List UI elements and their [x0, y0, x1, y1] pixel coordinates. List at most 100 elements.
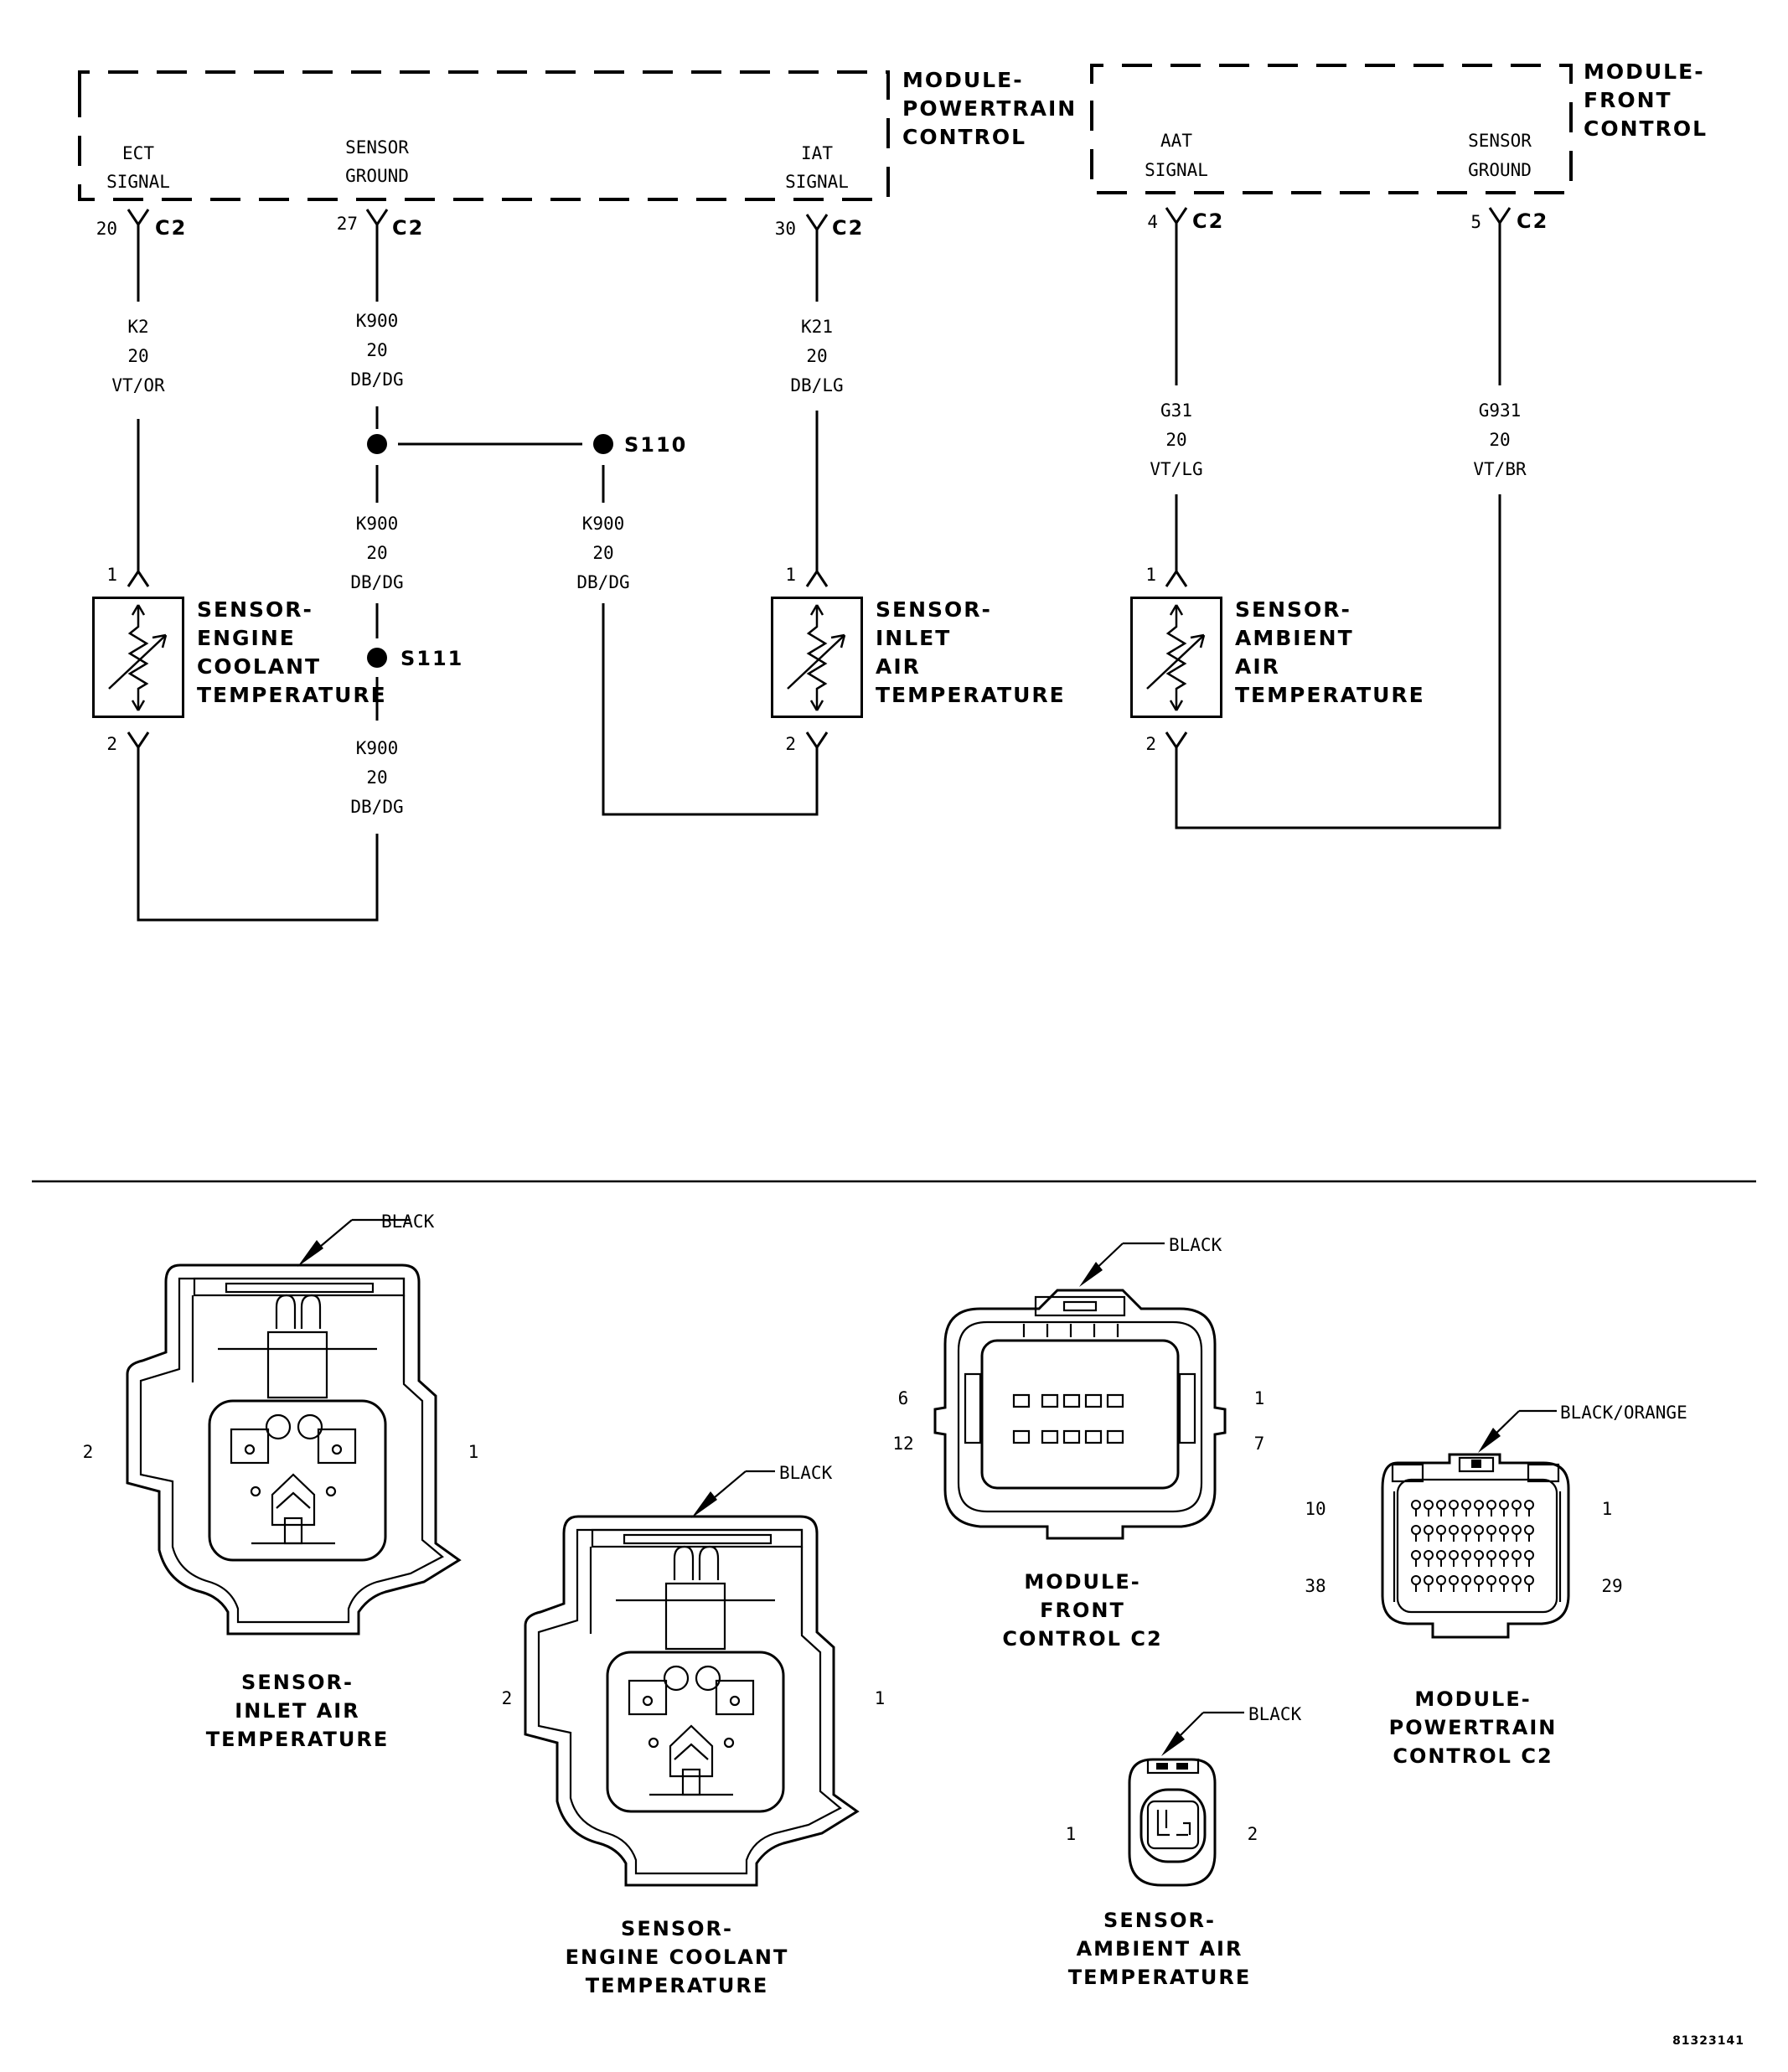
- ect-sensor-name-1: SENSOR-: [197, 597, 313, 622]
- ect-sensor-name-2: ENGINE: [197, 626, 296, 650]
- pin-cavity: [1512, 1500, 1522, 1510]
- iat-connector-id: C2: [832, 216, 864, 240]
- connector-view-ect: BLACK 2 1 SENSOR- ENGINE COOLANT TEMPERA…: [502, 1463, 886, 1997]
- pin-cavity: [1474, 1550, 1484, 1560]
- iat-sensor-pin1: 1: [785, 565, 796, 585]
- pin-cavity: [1411, 1500, 1421, 1510]
- pin-cavity: [1449, 1525, 1459, 1535]
- fcm-module: MODULE- FRONT CONTROL: [1090, 59, 1706, 194]
- pin-cavity: [1524, 1575, 1534, 1585]
- pcm-name-3: CONTROL: [902, 125, 1026, 149]
- pin-cavity: [1499, 1525, 1509, 1535]
- pcm-conn-title-1: MODULE-: [1414, 1687, 1531, 1711]
- k21-color: DB/LG: [790, 375, 843, 395]
- iat-conn-pin-right: 1: [468, 1442, 479, 1462]
- aat-sensor-name-2: AMBIENT: [1235, 626, 1354, 650]
- connector-view-pcm: BLACK/ORANGE 10 38 1 29 MODULE- POWERTRA…: [1305, 1403, 1687, 1768]
- aat-sensor-name-1: SENSOR-: [1235, 597, 1351, 622]
- pcm-conn-pin-1: 1: [1602, 1499, 1613, 1519]
- k21-circuit: K21: [801, 317, 833, 337]
- iat-conn-title-1: SENSOR-: [241, 1671, 354, 1694]
- aat-conn-title-2: AMBIENT AIR: [1077, 1937, 1243, 1961]
- ect-conn-color: BLACK: [779, 1463, 833, 1483]
- k900-c-circuit: K900: [582, 514, 625, 534]
- ect-conn-title-2: ENGINE COOLANT: [566, 1945, 789, 1969]
- pin-cavity: [1411, 1525, 1421, 1535]
- iat-signal-label-2: SIGNAL: [785, 172, 849, 192]
- iat-conn-pin-left: 2: [83, 1442, 94, 1462]
- pcm-conn-title-3: CONTROL C2: [1393, 1744, 1553, 1768]
- g931-color: VT/BR: [1473, 459, 1527, 479]
- pcm-module: MODULE- POWERTRAIN CONTROL: [78, 68, 1077, 201]
- k900-c-color: DB/DG: [576, 572, 629, 592]
- ect-sensor-pin1: 1: [106, 565, 117, 585]
- aat-conn-color: BLACK: [1248, 1704, 1302, 1724]
- pcm-sg-connector-id: C2: [392, 216, 424, 240]
- fcm-sg-pin-number: 5: [1470, 212, 1481, 232]
- wire-g931: G931 20 VT/BR: [1165, 400, 1527, 829]
- pcm-name-2: POWERTRAIN: [902, 96, 1077, 121]
- fcm-conn-title-2: FRONT: [1040, 1599, 1125, 1622]
- aat-connector-id: C2: [1192, 209, 1224, 233]
- pcm-pin-sensor-ground: SENSOR GROUND 27 C2: [337, 137, 424, 302]
- pin-cavity: [1411, 1550, 1421, 1560]
- ect-conn-pin-left: 2: [502, 1688, 513, 1708]
- pcm-conn-title-2: POWERTRAIN: [1389, 1716, 1558, 1739]
- ect-sensor-name-3: COOLANT: [197, 654, 321, 679]
- ect-pin-number: 20: [96, 219, 117, 239]
- k2-color: VT/OR: [111, 375, 165, 395]
- iat-conn-title-3: TEMPERATURE: [206, 1728, 390, 1751]
- connector-view-fcm: BLACK 6 12 1 7 MODULE- FRONT CONTROL C2: [892, 1235, 1264, 1651]
- pin-cavity: [1436, 1500, 1446, 1510]
- pcm-conn-pin-10: 10: [1305, 1499, 1325, 1519]
- iat-conn-color: BLACK: [381, 1212, 435, 1232]
- pin-cavity: [1449, 1575, 1459, 1585]
- pin-cavity: [1411, 1575, 1421, 1585]
- pin-cavity: [1499, 1550, 1509, 1560]
- ect-signal-label-2: SIGNAL: [106, 172, 170, 192]
- pin-cavity: [1524, 1500, 1534, 1510]
- k900-b-circuit: K900: [356, 514, 399, 534]
- fcm-conn-pin-12: 12: [892, 1434, 913, 1454]
- k900-c-gauge: 20: [592, 543, 613, 563]
- ect-sensor-pin2: 2: [106, 734, 117, 754]
- splice-s110: S110: [367, 433, 687, 503]
- pin-cavity: [1424, 1500, 1434, 1510]
- connector-view-aat: BLACK 1 2 SENSOR- AMBIENT AIR TEMPERATUR…: [1066, 1704, 1302, 1989]
- fcm-pin-aat: AAT SIGNAL 4 C2: [1145, 131, 1224, 385]
- iat-sensor-name-2: INLET: [876, 626, 951, 650]
- pin-cavity: [1486, 1550, 1496, 1560]
- k2-gauge: 20: [127, 346, 148, 366]
- pin-cavity: [1436, 1575, 1446, 1585]
- fcm-conn-title-3: CONTROL C2: [1002, 1627, 1162, 1651]
- pin-cavity: [1449, 1500, 1459, 1510]
- k900-b-gauge: 20: [366, 543, 387, 563]
- pcm-pin-iat: IAT SIGNAL 30 C2: [775, 143, 864, 302]
- wire-k21: K21 20 DB/LG: [790, 317, 844, 587]
- k900-d-gauge: 20: [366, 767, 387, 788]
- pin-cavity: [1486, 1525, 1496, 1535]
- pcm-pin-cavities: [1411, 1500, 1534, 1592]
- wire-k900-d: K900 20 DB/DG: [127, 731, 404, 922]
- splice-s110-label: S110: [624, 433, 687, 457]
- fcm-conn-pin-6: 6: [898, 1388, 909, 1408]
- g931-circuit: G931: [1479, 400, 1522, 421]
- connector-view-iat: BLACK 2 1 SENSOR- INLET AIR TEMPERATURE: [83, 1212, 479, 1751]
- fcm-sg-label-2: GROUND: [1468, 160, 1532, 180]
- pcm-name-1: MODULE-: [902, 68, 1024, 92]
- k21-gauge: 20: [806, 346, 827, 366]
- pin-cavity: [1499, 1500, 1509, 1510]
- splice-s111-label: S111: [400, 647, 463, 670]
- iat-pin-number: 30: [775, 219, 796, 239]
- wire-g31: G31 20 VT/LG: [1150, 400, 1203, 587]
- pin-cavity: [1461, 1500, 1471, 1510]
- ect-conn-title-1: SENSOR-: [621, 1917, 733, 1940]
- aat-conn-title-3: TEMPERATURE: [1068, 1966, 1252, 1989]
- pin-cavity: [1486, 1500, 1496, 1510]
- fcm-name-1: MODULE-: [1584, 59, 1705, 84]
- ect-sensor-name-4: TEMPERATURE: [197, 683, 387, 707]
- ect-conn-title-3: TEMPERATURE: [586, 1974, 769, 1997]
- aat-sensor-pin1: 1: [1145, 565, 1156, 585]
- sensor-iat: 1 2 SENSOR- INLET AIR TEMPERATURE: [771, 565, 1064, 754]
